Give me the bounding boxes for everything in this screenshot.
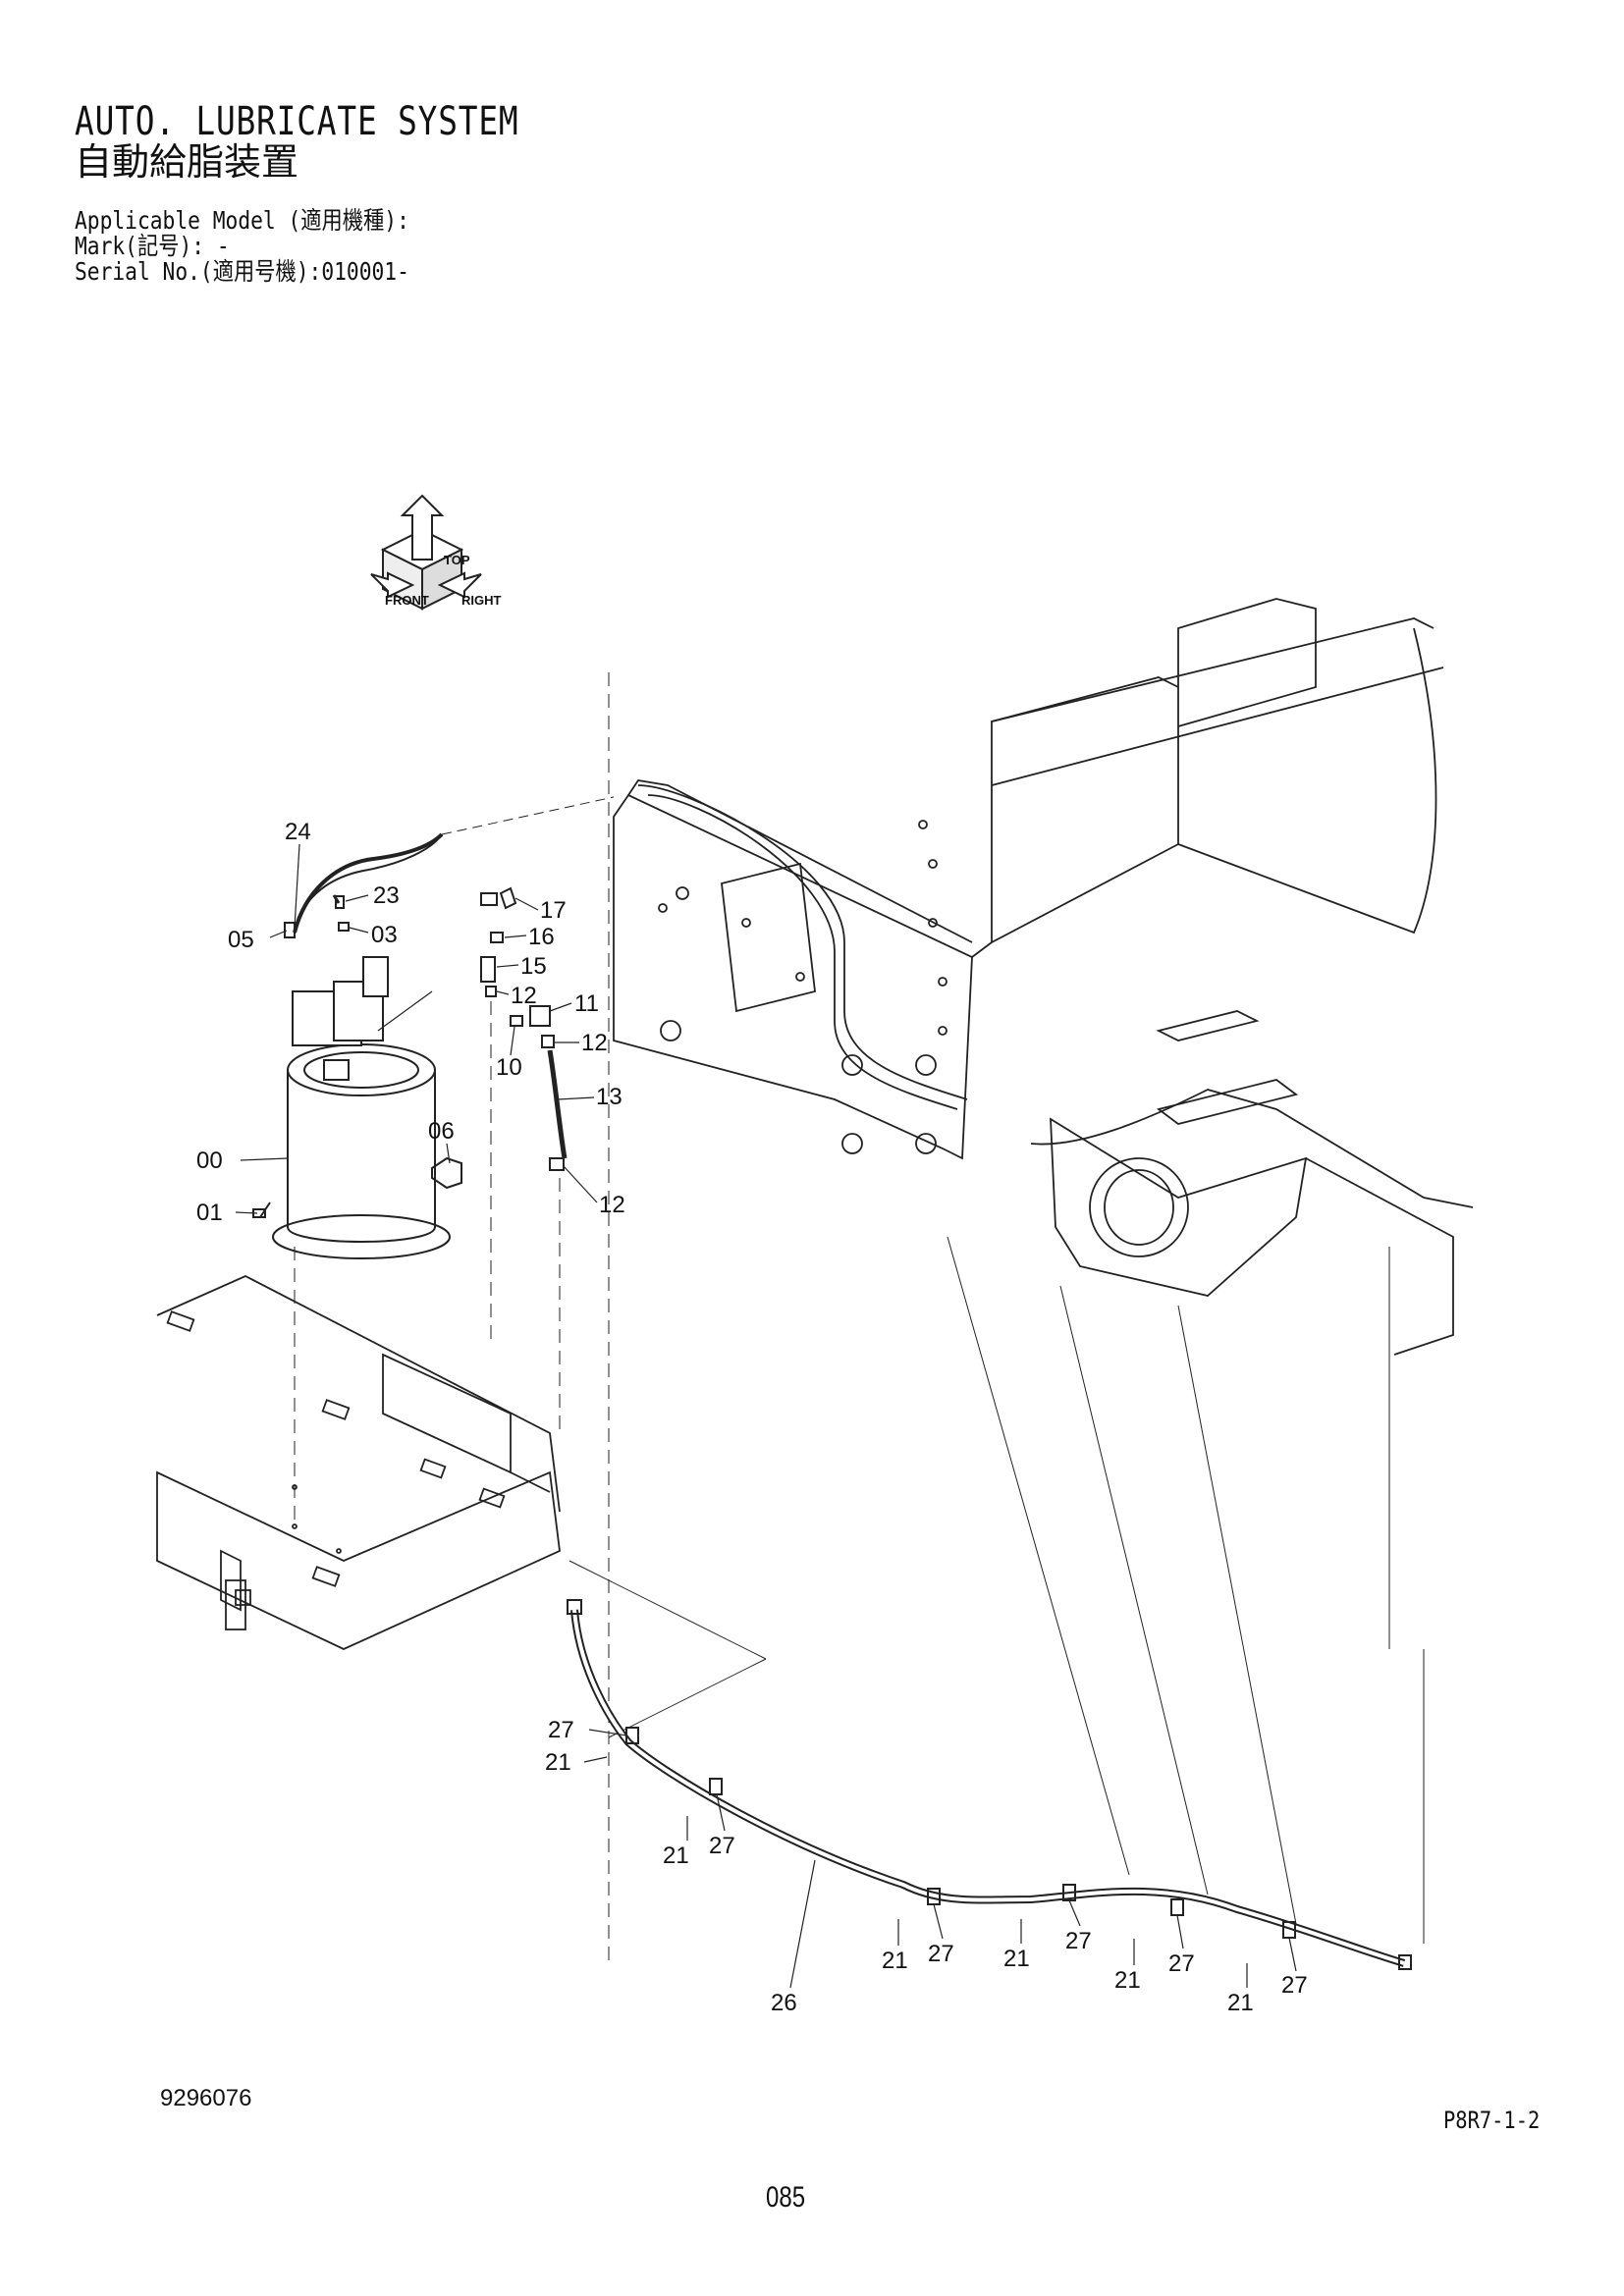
orientation-top-label: TOP (444, 553, 470, 567)
applicable-model: Applicable Model (適用機種): (75, 206, 409, 235)
fittings-group (480, 886, 568, 1433)
serial-number: Serial No.(適用号機):010001- (75, 257, 409, 286)
lower-tank (156, 1247, 767, 1738)
callout-27c: 27 (928, 1941, 954, 1967)
callout-10: 10 (496, 1054, 522, 1081)
callout-26: 26 (771, 1990, 797, 2016)
hose-24 (284, 796, 615, 938)
orientation-front-label: FRONT (385, 593, 429, 608)
callout-23: 23 (373, 882, 400, 909)
drawing-number: 9296076 (160, 2085, 252, 2111)
callout-12c: 12 (599, 1192, 625, 1218)
orientation-arrows-icon: TOP FRONT RIGHT (370, 494, 502, 611)
page-number: 085 (766, 2181, 806, 2214)
callout-21f: 21 (1227, 1990, 1254, 2016)
callout-27d: 27 (1065, 1928, 1092, 1954)
orientation-right-label: RIGHT (461, 593, 502, 608)
callout-00: 00 (196, 1148, 223, 1174)
callout-15: 15 (520, 953, 547, 980)
callout-24: 24 (285, 819, 311, 845)
callout-27a: 27 (548, 1717, 574, 1743)
mark-line: Mark(記号): - (75, 232, 230, 260)
callout-11: 11 (574, 990, 599, 1017)
title-japanese: 自動給脂装置 (75, 140, 299, 184)
callout-13: 13 (596, 1084, 623, 1110)
callout-leaders (235, 843, 1297, 1989)
callout-12a: 12 (511, 983, 537, 1009)
page-code: P8R7-1-2 (1443, 2107, 1541, 2134)
title-english: AUTO. LUBRICATE SYSTEM (75, 99, 519, 144)
callout-21d: 21 (1003, 1946, 1030, 1972)
callout-06: 06 (428, 1118, 455, 1145)
callout-27b: 27 (709, 1833, 735, 1859)
callout-21b: 21 (663, 1842, 689, 1869)
callout-16: 16 (528, 924, 555, 950)
callout-12b: 12 (581, 1030, 608, 1056)
grease-pump-assembly (252, 956, 462, 1259)
callout-21a: 21 (545, 1749, 571, 1776)
mounting-plate (637, 784, 968, 1154)
callout-05: 05 (228, 927, 254, 953)
callout-27f: 27 (1281, 1972, 1308, 1999)
callout-labels: 24 23 03 05 17 16 15 12 11 12 10 13 00 0… (196, 819, 1308, 2016)
hose-26 (567, 1599, 1412, 1970)
clamp-leaders (947, 1236, 1425, 1944)
callout-21c: 21 (882, 1948, 908, 1974)
callout-01: 01 (196, 1200, 223, 1226)
frame-structure (608, 598, 1474, 1963)
callout-27e: 27 (1168, 1950, 1195, 1977)
callout-03: 03 (371, 922, 398, 948)
callout-21e: 21 (1114, 1967, 1141, 1994)
callout-17: 17 (540, 897, 567, 924)
